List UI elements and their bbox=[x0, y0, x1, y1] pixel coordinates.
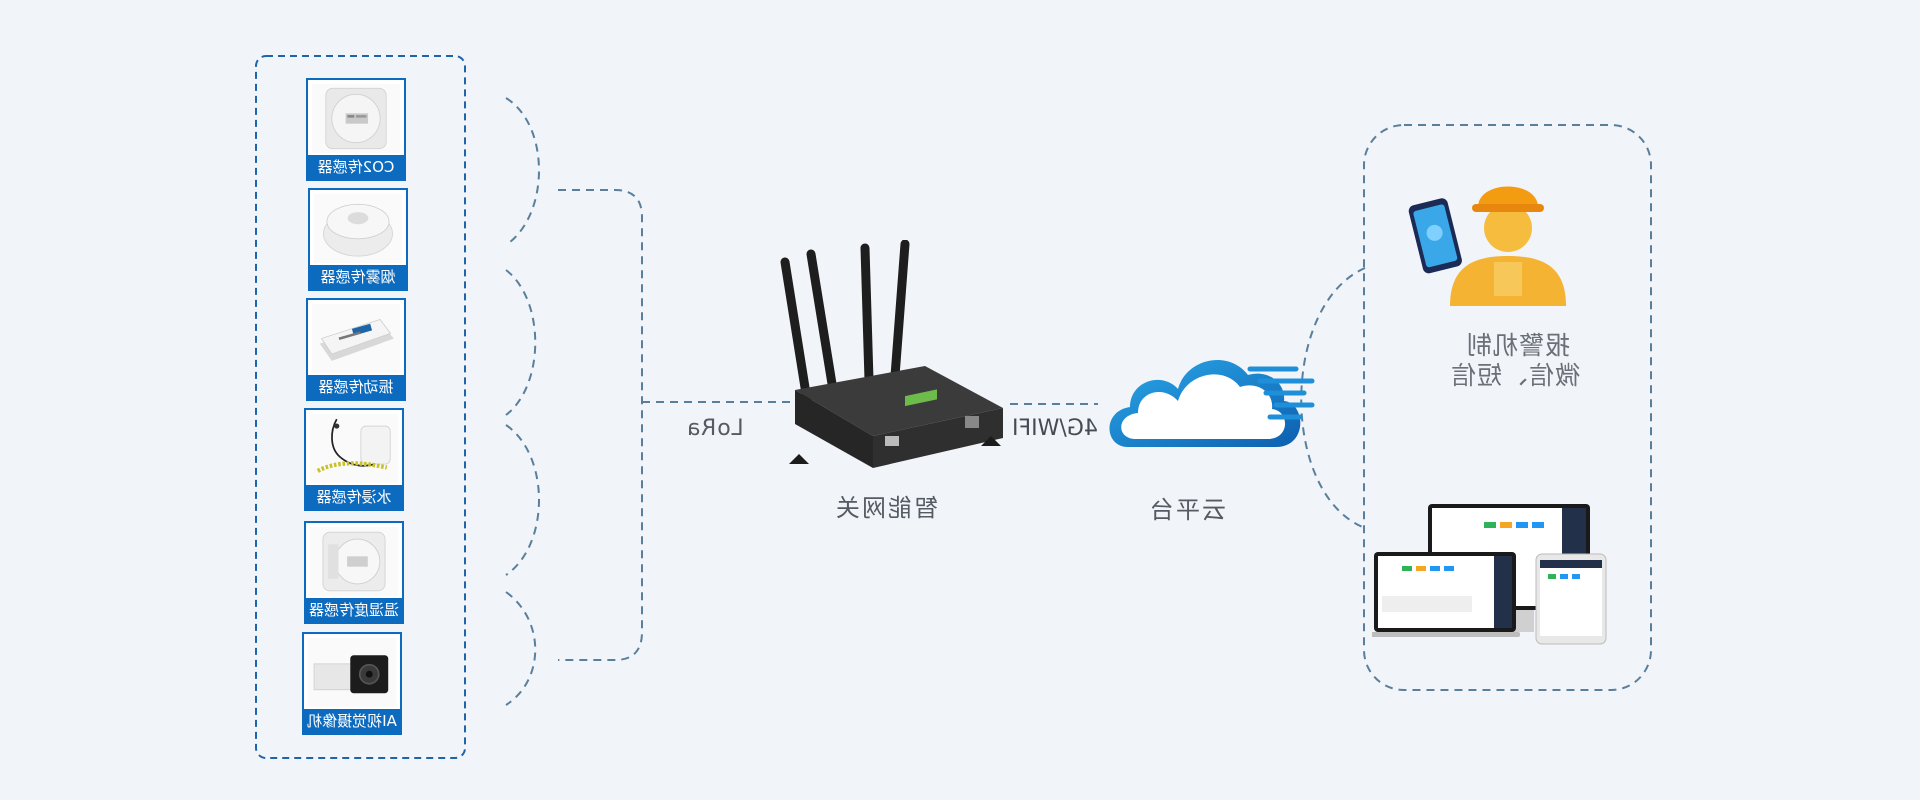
sensor-card-vibration: 振动传感器 bbox=[306, 298, 406, 401]
smoke-sensor-icon bbox=[314, 194, 402, 263]
alarm-channels: 微信、短信 bbox=[1450, 361, 1581, 390]
sensor-card-ai-camera: AI视觉摄像机 bbox=[302, 632, 402, 735]
cloud-label: 云平台 bbox=[1148, 496, 1226, 524]
scallop-arc-4 bbox=[505, 591, 537, 706]
sensor-card-smoke: 烟雾传感器 bbox=[308, 188, 408, 291]
sensor-card-water-leak: 水浸传感器 bbox=[304, 408, 404, 511]
gateway-label: 智能网关 bbox=[834, 494, 938, 522]
sensor-label: 烟雾传感器 bbox=[310, 265, 406, 289]
sensor-label: 温湿度传感器 bbox=[306, 598, 402, 622]
scallop-arc-2 bbox=[505, 269, 537, 416]
cloud-fanout-arc bbox=[1300, 267, 1366, 529]
co2-sensor-icon bbox=[312, 84, 400, 153]
bracket bbox=[558, 189, 643, 661]
uplink-label: 4G/WIFI bbox=[1012, 416, 1098, 441]
worker-with-phone-icon bbox=[1408, 186, 1566, 306]
sensor-label: CO2传感器 bbox=[308, 155, 404, 179]
sensor-card-temp-humidity: 温湿度传感器 bbox=[304, 521, 404, 624]
gateway-router-icon bbox=[780, 240, 1003, 468]
sensor-label: AI视觉摄像机 bbox=[304, 709, 400, 733]
monitor-laptop-tablet-icon bbox=[1372, 504, 1607, 645]
lora-label: LoRa bbox=[686, 416, 744, 441]
sensor-label: 水浸传感器 bbox=[306, 485, 402, 509]
water-leak-sensor-icon bbox=[310, 414, 398, 483]
temperature-humidity-sensor-icon bbox=[310, 527, 398, 596]
vibration-sensor-icon bbox=[312, 304, 400, 373]
scallop-arc-1 bbox=[505, 97, 540, 246]
sensor-card-co2: CO2传感器 bbox=[306, 78, 406, 181]
scallop-arc-3 bbox=[505, 424, 540, 576]
ai-camera-icon bbox=[308, 638, 396, 707]
cloud-icon bbox=[1109, 360, 1315, 447]
terminal-group-box bbox=[1363, 124, 1652, 691]
sensor-label: 振动传感器 bbox=[308, 375, 404, 399]
sensor-group-box bbox=[255, 55, 466, 759]
